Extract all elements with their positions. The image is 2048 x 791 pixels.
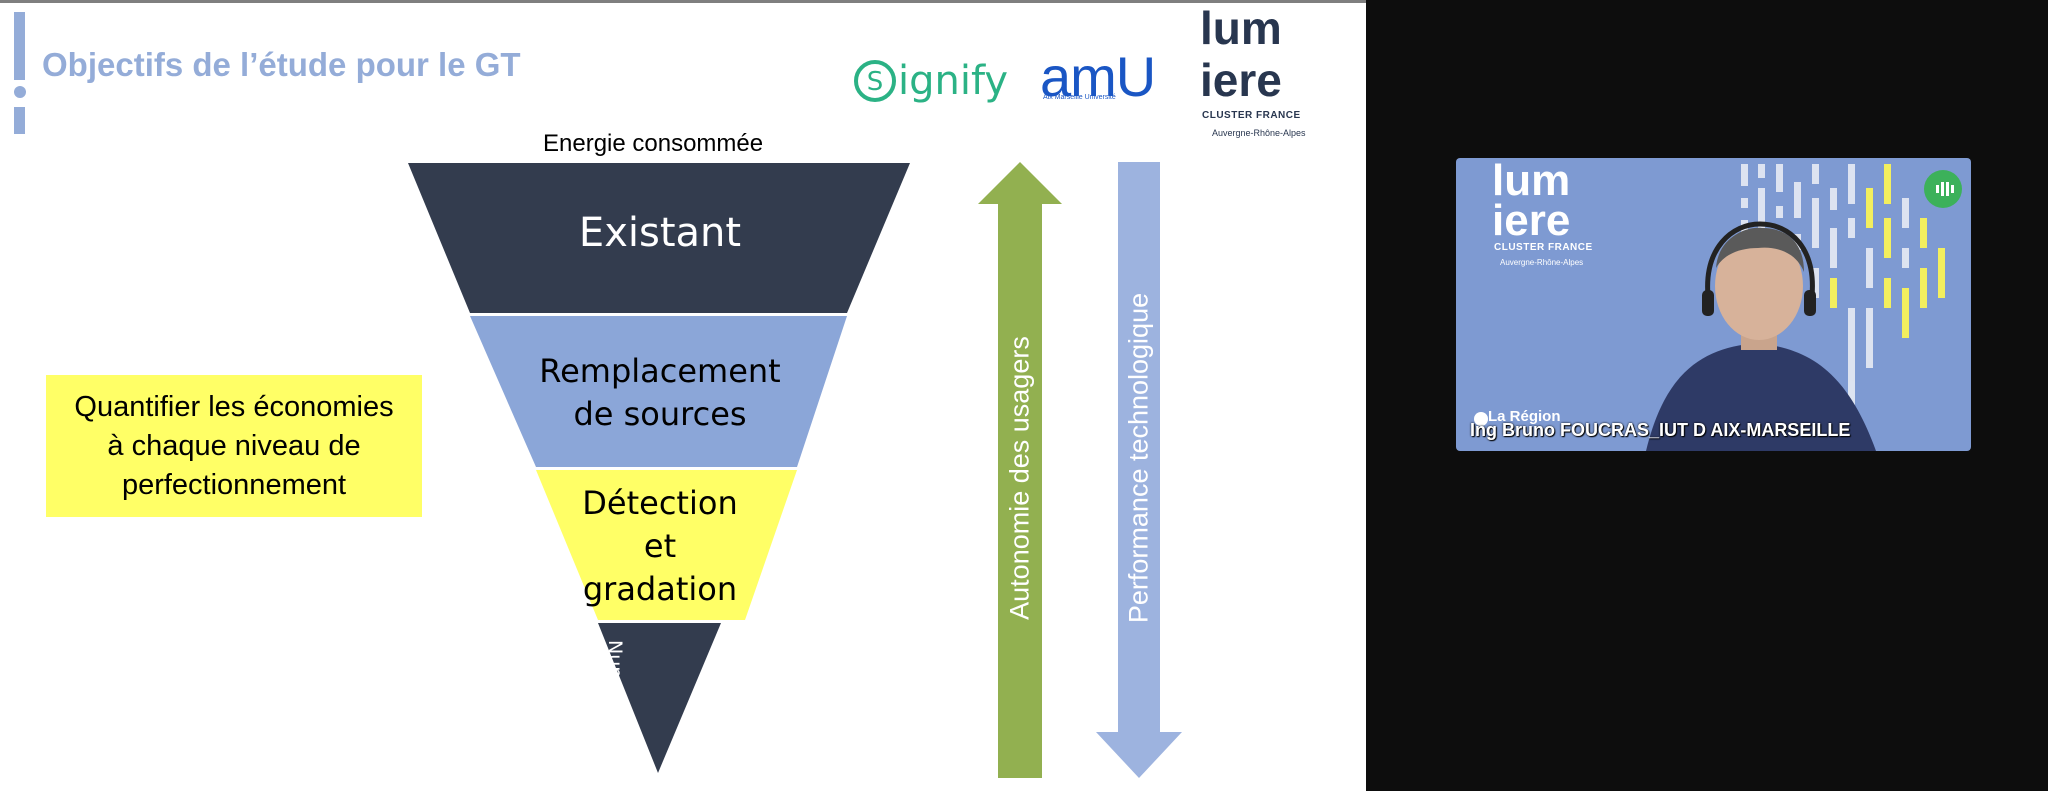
pyramid-tier-detection xyxy=(536,470,797,620)
pyramid-diagram xyxy=(408,162,1182,778)
svg-text:S: S xyxy=(867,67,884,97)
tier-detection-label: Détection et gradation xyxy=(582,484,738,608)
arrow-up-label: Autonomie des usagers xyxy=(1004,336,1035,620)
tier-existant-label: Existant xyxy=(578,210,742,256)
region-badge-label: La Région xyxy=(1488,408,1561,425)
slide-panel: Objectifs de l’étude pour le GT S ignify… xyxy=(0,0,1366,791)
video-background-cluster: CLUSTER FRANCE xyxy=(1494,242,1593,253)
lumiere-region-label: Auvergne-Rhône-Alpes xyxy=(1212,128,1306,138)
title-accent-bar xyxy=(14,12,26,134)
signify-logo-icon: S xyxy=(852,58,898,104)
participant-video-tile[interactable]: lum iere CLUSTER FRANCE Auvergne-Rhône-A… xyxy=(1456,158,1971,451)
lumiere-cluster-label: CLUSTER FRANCE xyxy=(1202,110,1301,121)
pyramid-tier-existant xyxy=(408,163,910,313)
pyramid-tier-remplacement xyxy=(470,316,847,467)
arrow-down-label: Performance technologique xyxy=(1123,292,1154,624)
arrow-up-green xyxy=(978,162,1062,778)
video-background-logo-line1: lum xyxy=(1492,158,1571,205)
lumiere-logo-line1: lum xyxy=(1200,2,1282,54)
slide-title: Objectifs de l’étude pour le GT xyxy=(42,46,521,83)
quantify-callout: Quantifier les économies à chaque niveau… xyxy=(46,375,422,517)
pyramid-tier-numerique xyxy=(598,623,721,773)
lumiere-logo-line2: iere xyxy=(1200,54,1282,106)
tier-remplacement-label: Remplacement de sources xyxy=(539,352,781,433)
amu-logo: amU xyxy=(1040,45,1156,108)
signify-logo-text: ignify xyxy=(898,58,1009,104)
video-background-logo-line2: iere xyxy=(1492,196,1571,245)
video-background-region: Auvergne-Rhône-Alpes xyxy=(1500,258,1584,267)
region-badge-icon xyxy=(1474,412,1488,426)
tier-numerique-label: Numérique xyxy=(604,640,626,746)
arrow-down-blue xyxy=(1096,162,1182,778)
amu-logo-subtitle: Aix Marseille Université xyxy=(1043,94,1116,101)
speaking-indicator-icon xyxy=(1924,170,1962,208)
participant-avatar-video xyxy=(1646,221,1876,451)
participant-name-label: Ing Bruno FOUCRAS_IUT D AIX-MARSEILLE xyxy=(1470,420,1851,440)
